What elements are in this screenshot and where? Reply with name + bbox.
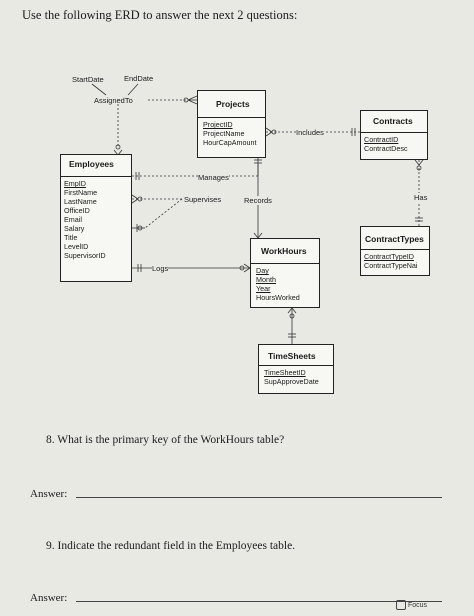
- projects-field: HourCapAmount: [203, 138, 257, 147]
- intro-text: Use the following ERD to answer the next…: [22, 8, 298, 22]
- projects-field: ProjectName: [203, 129, 245, 138]
- projects-title: Projects: [216, 99, 250, 109]
- start-date-label: StartDate: [72, 75, 104, 84]
- projects-field-projectid: ProjectID: [203, 120, 233, 129]
- logs-label: Logs: [152, 264, 169, 273]
- work-hours-field-month: Month: [256, 275, 276, 284]
- answer-8-line[interactable]: [76, 497, 442, 498]
- employees-field: OfficeID: [64, 206, 90, 215]
- employees-field: LastName: [64, 197, 97, 206]
- has-label: Has: [414, 193, 428, 202]
- work-hours-field-year: Year: [256, 284, 271, 293]
- contract-types-title: ContractTypes: [365, 234, 424, 244]
- contracts-entity: Contracts ContractID ContractDesc: [360, 110, 428, 160]
- contract-types-field: ContractTypeNai: [364, 262, 418, 270]
- time-sheets-title: TimeSheets: [268, 351, 316, 361]
- end-date-label: EndDate: [124, 74, 154, 83]
- answer-8-label: Answer:: [30, 488, 68, 500]
- focus-icon: [396, 600, 406, 610]
- focus-label: Focus: [407, 601, 428, 609]
- work-hours-field-day: Day: [256, 266, 269, 275]
- work-hours-title: WorkHours: [261, 246, 307, 256]
- contracts-title: Contracts: [373, 116, 413, 126]
- employees-field: LevelID: [64, 242, 89, 251]
- employees-entity: Employees EmpID FirstName LastName Offic…: [60, 154, 132, 282]
- projects-entity: Projects ProjectID ProjectName HourCapAm…: [197, 90, 266, 158]
- employees-field-empid: EmpID: [64, 179, 86, 188]
- time-sheets-field-id: TimeSheetID: [264, 368, 306, 377]
- manages-label: Manages: [198, 173, 229, 182]
- answer-9-label: Answer:: [30, 592, 68, 604]
- employees-field: FirstName: [64, 188, 98, 197]
- employees-field: Title: [64, 233, 78, 242]
- time-sheets-field: SupApproveDatе: [264, 378, 319, 386]
- contracts-field: ContractDesc: [364, 144, 408, 153]
- focus-indicator[interactable]: Focus: [396, 600, 427, 610]
- contracts-field-contractid: ContractID: [364, 135, 399, 144]
- work-hours-entity: WorkHours Day Month Year HoursWorked: [250, 238, 320, 308]
- question-9: 9. Indicate the redundant field in the E…: [46, 540, 296, 552]
- employees-field: Salary: [64, 224, 85, 233]
- employees-field: Email: [64, 215, 82, 224]
- answer-9-line[interactable]: [76, 601, 442, 602]
- contract-types-entity: ContractTypes ContractTypeID ContractTyp…: [360, 226, 430, 276]
- assigned-to-label: AssignedTo: [94, 96, 133, 105]
- employees-field: SupervisorID: [64, 251, 106, 260]
- time-sheets-entity: TimeSheets TimeSheetID SupApproveDatе: [258, 344, 334, 394]
- contract-types-field-id: ContractTypeID: [364, 252, 414, 261]
- supervises-label: Supervises: [184, 195, 222, 204]
- question-8: 8. What is the primary key of the WorkHo…: [46, 434, 285, 446]
- records-label: Records: [244, 196, 272, 205]
- includes-label: Includes: [296, 128, 324, 137]
- work-hours-field: HoursWorked: [256, 293, 300, 302]
- employees-title: Employees: [69, 159, 114, 169]
